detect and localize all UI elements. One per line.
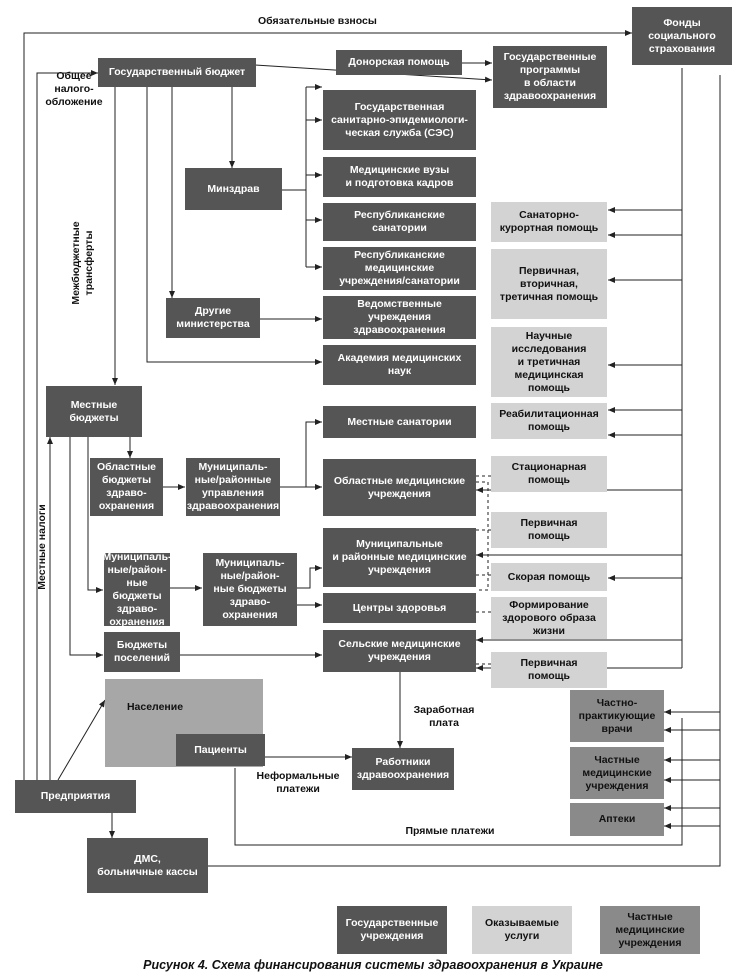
box-local-budgets: Местные бюджеты [46,386,142,437]
box-private-doctors: Частно- практикующие врачи [570,690,664,742]
box-other-ministries: Другие министерства [166,298,260,338]
box-state-programs: Государственные программы в области здра… [493,46,607,108]
box-medical-universities: Медицинские вузы и подготовка кадров [323,157,476,197]
box-primary-care-1: Первичная помощь [491,512,607,548]
label-direct-payments: Прямые платежи [405,825,495,837]
legend-services-provided: Оказываемые услуги [472,906,572,954]
box-primary-care-2: Первичная помощь [491,652,607,688]
box-health-centers: Центры здоровья [323,593,476,623]
box-rehabilitation: Реабилитационная помощь [491,403,607,439]
box-research-tertiary: Научные исследования и третичная медицин… [491,327,607,397]
box-primary-secondary-tertiary: Первичная, вторичная, третичная помощь [491,249,607,319]
box-municipal-budgets: Муниципаль- ные/район- ные бюджеты здрав… [102,550,172,628]
box-pharmacies: Аптеки [570,803,664,836]
legend-private-institutions: Частные медицинские учреждения [600,906,700,954]
box-patients: Пациенты [176,734,265,766]
box-donor-aid: Донорская помощь [336,50,462,75]
box-regional-budgets: Областные бюджеты здраво- охранения [90,458,163,516]
box-dms-hospital-funds: ДМС, больничные кассы [87,838,208,893]
box-minzdrav: Минздрав [185,168,282,210]
label-informal-payments: Неформальные платежи [256,770,340,795]
box-state-budget: Государственный бюджет [98,58,256,87]
box-municipal-institutions: Муниципальные и районные медицинские учр… [323,528,476,587]
label-mandatory-contributions: Обязательные взносы [258,15,377,27]
box-rural-institutions: Сельские медицинские учреждения [323,630,476,672]
box-health-workers: Работники здравоохранения [352,748,454,790]
label-population: Население [126,701,184,713]
box-settlement-budgets: Бюджеты поселений [104,632,180,672]
box-social-insurance-funds: Фонды социального страхования [632,7,732,65]
box-republican-sanatoria: Республиканские санатории [323,203,476,241]
box-healthy-lifestyle: Формирование здорового образа жизни [491,597,607,639]
label-interbudget-transfers: Межбюджетные трансферты [70,221,95,305]
figure-caption: Рисунок 4. Схема финансирования системы … [143,958,603,972]
box-municipal-administrations: Муниципаль- ные/районные управления здра… [186,458,280,516]
box-emergency-care: Скорая помощь [491,563,607,591]
box-private-institutions: Частные медицинские учреждения [570,747,664,799]
label-general-taxation: Общее налого- обложение [45,70,103,108]
box-inpatient-care: Стационарная помощь [491,456,607,492]
box-sanatorium-care: Санаторно- курортная помощь [491,202,607,242]
box-departmental-institutions: Ведомственные учреждения здравоохранения [323,296,476,339]
box-enterprises: Предприятия [15,780,136,813]
label-salary: Заработная плата [413,704,475,729]
box-republican-institutions: Республиканские медицинские учреждения/с… [323,247,476,290]
box-local-sanatoria: Местные санатории [323,406,476,438]
box-ses: Государственная санитарно-эпидемиологи- … [323,90,476,150]
box-academy-medical-sciences: Академия медицинских наук [323,345,476,385]
box-municipal-budgets-2: Муниципаль- ные/район- ные бюджеты здрав… [203,553,297,626]
legend-government-institutions: Государственные учреждения [337,906,447,954]
label-local-taxes: Местные налоги [36,504,48,590]
box-regional-institutions: Областные медицинские учреждения [323,459,476,516]
